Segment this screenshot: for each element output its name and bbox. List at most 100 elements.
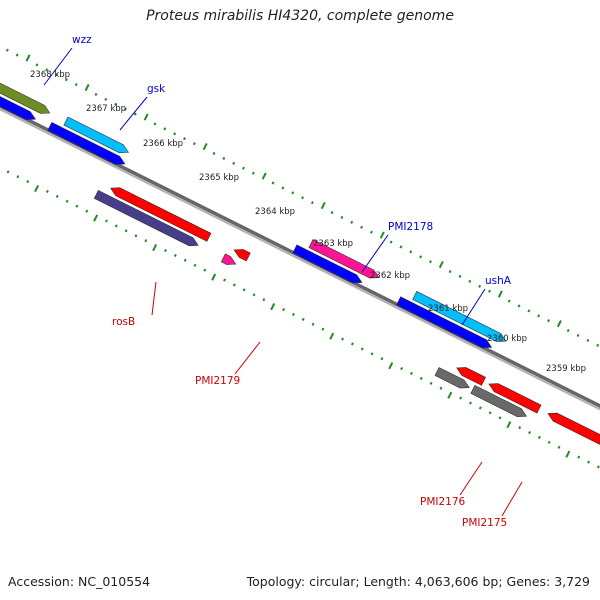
accession-text: Accession: NC_010554 (8, 574, 151, 589)
gene-feature[interactable] (470, 384, 528, 417)
gene-label[interactable]: gsk (147, 83, 166, 95)
gene-feature[interactable] (93, 189, 199, 247)
minor-tick (133, 112, 137, 116)
gene-feature[interactable] (434, 367, 470, 389)
minor-tick (527, 309, 531, 313)
minor-tick (586, 338, 590, 342)
minor-tick (173, 132, 177, 136)
leader-line (501, 481, 523, 517)
minor-tick (330, 210, 334, 215)
leader-line (234, 341, 261, 375)
gene-label[interactable]: wzz (72, 34, 92, 46)
minor-tick (75, 204, 79, 208)
minor-tick (252, 293, 256, 297)
minor-tick (429, 260, 432, 264)
minor-tick (518, 426, 522, 430)
minor-tick (507, 299, 511, 303)
minor-tick (222, 156, 226, 160)
gene-feature[interactable] (396, 296, 493, 349)
label-leaders (43, 47, 523, 517)
minor-tick (528, 430, 531, 435)
minor-tick (203, 268, 207, 272)
minor-tick (192, 142, 196, 146)
minor-tick (340, 215, 344, 219)
minor-tick (350, 220, 354, 224)
major-tick (556, 320, 562, 328)
major-tick (202, 142, 208, 151)
minor-tick (547, 319, 550, 323)
minor-tick (321, 327, 325, 331)
minor-tick (281, 186, 285, 190)
gene-feature[interactable] (63, 116, 130, 154)
minor-tick (577, 455, 581, 459)
kbp-label: 2368 kbp (30, 70, 70, 80)
minor-tick (183, 258, 187, 262)
kbp-label: 2367 kbp (86, 104, 126, 114)
major-tick (261, 172, 267, 180)
major-tick (93, 214, 99, 222)
gene-feature[interactable] (308, 239, 380, 279)
major-tick (34, 184, 40, 193)
leader-line (361, 234, 389, 273)
leader-line (43, 47, 73, 86)
gene-label[interactable]: rosB (112, 316, 135, 328)
minor-tick (173, 253, 177, 257)
minor-tick (370, 352, 374, 356)
gene-label[interactable]: ushA (485, 275, 512, 287)
minor-tick (409, 250, 413, 254)
gene-feature[interactable] (110, 187, 212, 242)
gene-feature[interactable] (412, 291, 507, 342)
minor-tick (498, 416, 502, 420)
gene-feature[interactable] (47, 121, 126, 165)
minor-tick (341, 337, 345, 341)
minor-tick (262, 298, 266, 302)
minor-tick (409, 371, 413, 376)
minor-tick (164, 248, 167, 253)
gene-features[interactable] (0, 64, 600, 449)
minor-tick (360, 225, 364, 229)
major-tick (84, 83, 90, 92)
major-tick (438, 261, 444, 269)
minor-tick (232, 161, 236, 165)
gene-feature[interactable] (456, 367, 486, 386)
minor-tick (104, 97, 108, 101)
minor-tick (468, 279, 472, 283)
gene-label[interactable]: PMI2178 (388, 221, 433, 233)
major-tick (152, 244, 158, 252)
major-tick (506, 421, 512, 429)
minor-tick (380, 357, 384, 361)
minor-tick (400, 367, 404, 371)
gene-feature[interactable] (0, 64, 51, 114)
minor-tick (242, 166, 245, 170)
gene-feature[interactable] (233, 249, 251, 262)
gene-feature[interactable] (0, 75, 37, 121)
gene-feature[interactable] (488, 383, 542, 414)
major-tick (211, 273, 217, 281)
minor-tick (153, 122, 157, 126)
genome-title: Proteus mirabilis HI4320, complete genom… (146, 8, 454, 24)
gene-feature[interactable] (220, 253, 237, 265)
minor-tick (301, 196, 305, 200)
gene-feature[interactable] (547, 412, 600, 449)
minor-tick (596, 465, 600, 469)
gene-label[interactable]: PMI2176 (420, 496, 466, 508)
minor-tick (271, 181, 275, 185)
minor-tick (104, 219, 108, 223)
minor-tick (163, 127, 167, 131)
gene-label[interactable]: PMI2179 (195, 375, 240, 387)
minor-tick (478, 284, 482, 288)
minor-tick (85, 209, 89, 213)
minor-tick (458, 274, 462, 279)
major-tick (447, 391, 453, 399)
minor-tick (144, 239, 148, 243)
gene-feature[interactable] (292, 244, 363, 284)
gene-label[interactable]: PMI2175 (462, 517, 507, 529)
leader-line (459, 461, 483, 496)
major-tick (565, 450, 571, 458)
minor-tick (251, 171, 255, 175)
leader-line (151, 281, 157, 316)
minor-tick (212, 151, 216, 156)
major-tick (379, 231, 385, 239)
minor-tick (311, 322, 315, 326)
